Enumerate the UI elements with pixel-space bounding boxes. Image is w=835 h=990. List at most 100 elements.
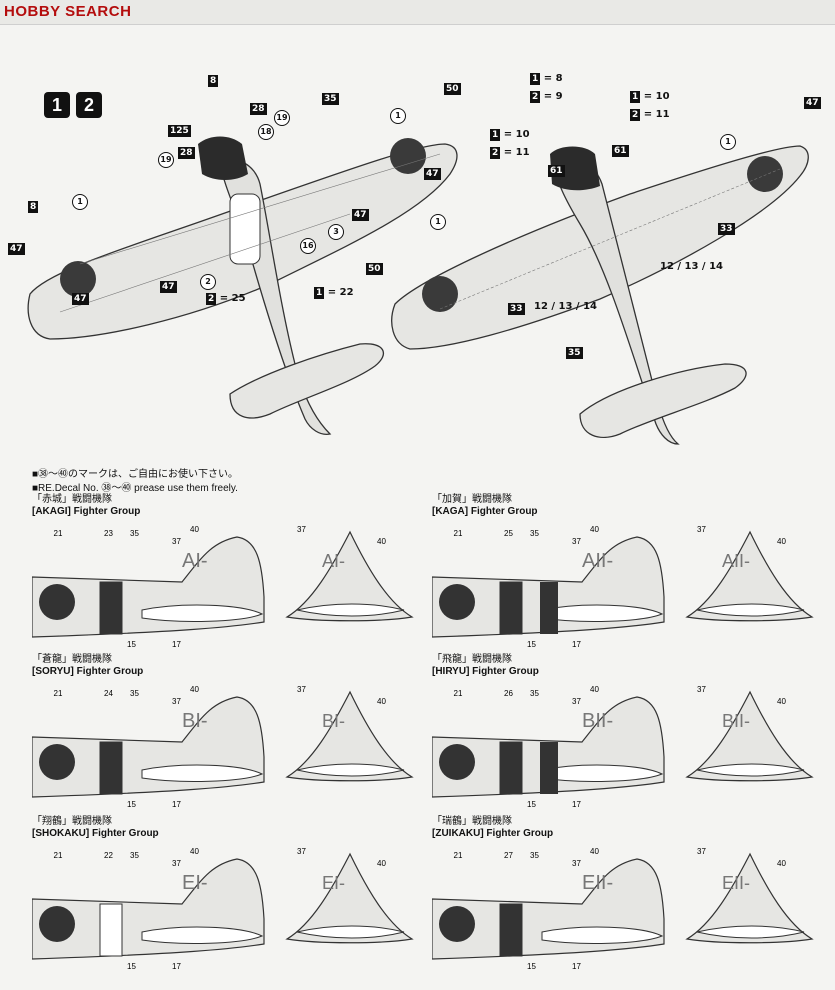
decal-number: 37 [697, 685, 706, 694]
group-title-jp: 「瑞鶴」戦闘機隊 [432, 816, 512, 827]
callout-tr-12-13-14b: 12 / 13 / 14 [534, 301, 597, 312]
version-badge-2: 2 [76, 92, 102, 118]
tail-code: EI- [182, 872, 208, 894]
tailplane-rear [696, 763, 805, 777]
group-title-jp: 「翔鶴」戦闘機隊 [32, 816, 112, 827]
hinomaru [39, 744, 75, 780]
decal-number: 37 [572, 859, 581, 868]
group-title: 「加賀」戦闘機隊[KAGA] Fighter Group [432, 494, 538, 518]
group-title-en: [KAGA] Fighter Group [432, 506, 538, 517]
tailplane-rear [296, 603, 405, 617]
callout-tl-47e: 47 [160, 281, 177, 293]
callout-tr-33b: 33 [508, 303, 525, 315]
hinomaru [439, 584, 475, 620]
tail-code: EII- [582, 872, 613, 894]
callout-tl-19b: 19 [158, 152, 174, 168]
version-badge-1: 1 [44, 92, 70, 118]
decal-note: ■㊳～㊵のマークは、ご自由にお使い下さい。 ■RE.Decal No. ㊳～㊵ … [32, 468, 238, 496]
hinomaru-number: 21 [454, 529, 463, 538]
tailplane [541, 926, 664, 944]
instruction-page: 1 2 8 1 125 28 28 18 19 35 50 19 47 47 3… [0, 24, 835, 990]
callout-tl-1: 1 [390, 108, 406, 124]
callout-tl-1-eq-22: 1 = 22 [314, 287, 354, 299]
hinomaru [39, 906, 75, 942]
callout-tr-1b: 1 [430, 214, 446, 230]
stripe-number: 22 [104, 851, 113, 860]
decal-number: 17 [172, 962, 181, 971]
callout-tl-19a: 19 [274, 110, 290, 126]
callout-tl-47b: 47 [352, 209, 369, 221]
fuselage-stripe [99, 741, 123, 795]
top-view-plane-left [27, 136, 458, 435]
tailplane-rear [696, 925, 805, 939]
tail-code: BI- [182, 710, 208, 732]
decal-number: 15 [527, 800, 536, 809]
tailplane [141, 604, 264, 622]
callout-tl-8b: 8 [28, 201, 39, 213]
stripe-number: 24 [104, 689, 113, 698]
callout-tr-1-eq-8: 1 = 8 [530, 73, 563, 85]
hinomaru-number: 21 [54, 851, 63, 860]
decal-number: 35 [130, 851, 139, 860]
decal-number: 37 [172, 697, 181, 706]
callout-tl-3: 3 [328, 224, 344, 240]
tail-rear-view [685, 690, 814, 782]
group-title-en: [HIRYU] Fighter Group [432, 666, 539, 677]
decal-number: 17 [572, 640, 581, 649]
decal-number: 35 [130, 529, 139, 538]
fuselage-stripe [499, 581, 523, 635]
tailplane [541, 604, 664, 622]
decal-number: 37 [572, 537, 581, 546]
decal-number: 40 [777, 537, 786, 546]
hinomaru [439, 744, 475, 780]
callout-tr-1-eq-10b: 1 = 10 [490, 129, 530, 141]
callout-tl-28b: 28 [178, 147, 195, 159]
callout-tl-2: 2 [200, 274, 216, 290]
callout-tr-1-eq-10: 1 = 10 [630, 91, 670, 103]
group-title: 「瑞鶴」戦闘機隊[ZUIKAKU] Fighter Group [432, 816, 553, 840]
callout-tr-1: 1 [720, 134, 736, 150]
fuselage-stripe [99, 581, 123, 635]
callout-tl-47d: 47 [72, 293, 89, 305]
decal-number: 15 [127, 962, 136, 971]
tailplane [141, 926, 264, 944]
group-title-en: [AKAGI] Fighter Group [32, 506, 141, 517]
fuselage-stripe-2 [540, 742, 558, 794]
decal-number: 37 [297, 525, 306, 534]
stripe-number: 25 [504, 529, 513, 538]
tailplane-rear [296, 763, 405, 777]
decal-note-jp: ■㊳～㊵のマークは、ご自由にお使い下さい。 [32, 469, 239, 480]
callout-tr-12-13-14a: 12 / 13 / 14 [660, 261, 723, 272]
stripe-number: 27 [504, 851, 513, 860]
decal-number: 40 [377, 537, 386, 546]
fuselage-stripe [99, 903, 123, 957]
fuselage-stripe [499, 903, 523, 957]
hobby-search-logo[interactable]: HOBBY SEARCH [4, 3, 132, 20]
decal-number: 37 [572, 697, 581, 706]
decal-number: 15 [127, 640, 136, 649]
tail-rear-view [285, 852, 414, 944]
decal-number: 35 [530, 851, 539, 860]
callout-tr-2-eq-11: 2 = 11 [630, 109, 670, 121]
callout-tl-1b: 1 [72, 194, 88, 210]
tail-code-rear: EI- [322, 873, 345, 893]
callout-tl-16: 16 [300, 238, 316, 254]
decal-number: 37 [297, 685, 306, 694]
hinomaru [439, 906, 475, 942]
decal-number: 40 [590, 847, 599, 856]
tail-code-rear: BI- [322, 711, 345, 731]
decal-number: 15 [527, 962, 536, 971]
site-header: HOBBY SEARCH [0, 0, 835, 25]
decal-number: 17 [572, 962, 581, 971]
callout-tl-47c: 47 [8, 243, 25, 255]
decal-number: 35 [130, 689, 139, 698]
